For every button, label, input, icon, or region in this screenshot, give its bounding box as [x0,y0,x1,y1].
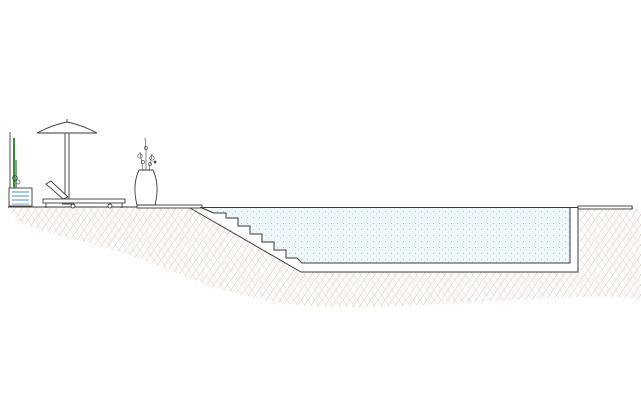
parasol-icon [36,119,98,205]
soil-hatch [8,207,641,308]
pool-shell [189,207,579,273]
pool-coping [136,204,633,210]
lounger-icon [42,180,126,209]
planter-icon [8,132,33,207]
vase-icon [134,137,158,206]
pool-water [210,208,570,263]
